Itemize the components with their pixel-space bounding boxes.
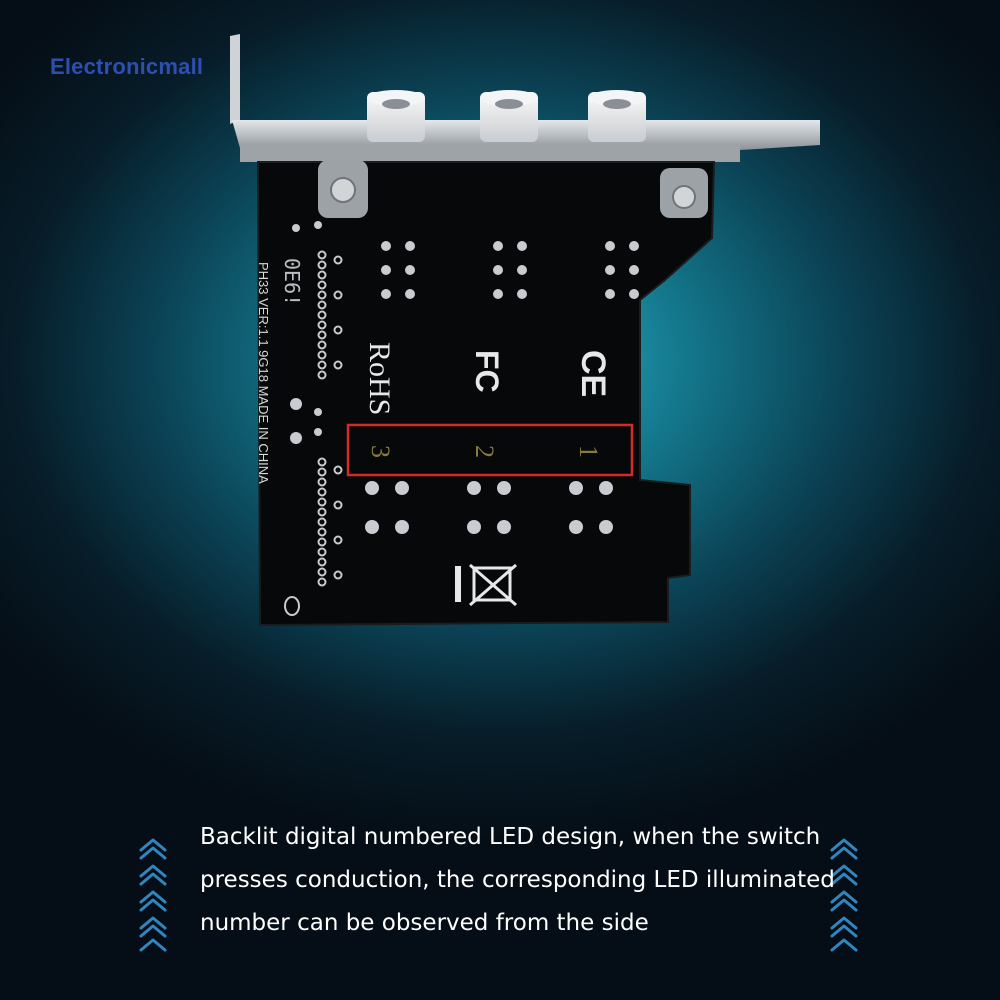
port-number-3: 3 xyxy=(366,445,395,458)
push-button-2 xyxy=(480,90,538,142)
chevron-stack-right-icon xyxy=(830,838,858,952)
watermark-logo: Electronicmall xyxy=(50,54,204,79)
silkscreen-model-text: PH33 VER:1.1 9G18 MADE IN CHINA xyxy=(256,262,271,484)
chevron-stack-left-icon xyxy=(139,838,167,952)
ce-mark: CE xyxy=(574,350,612,397)
pcb-board xyxy=(256,161,716,627)
weee-bin-icon xyxy=(455,563,517,607)
caption-line-3: number can be observed from the side xyxy=(200,910,649,936)
port-number-1: 1 xyxy=(574,445,603,458)
solder-pads xyxy=(290,221,639,534)
push-button-3 xyxy=(588,90,646,142)
caption-line-1: Backlit digital numbered LED design, whe… xyxy=(200,824,821,850)
digit-display-text: 0E6! xyxy=(280,258,304,306)
screw-left-icon xyxy=(318,160,368,218)
fc-mark: FC xyxy=(469,350,505,393)
header-pins xyxy=(317,250,343,587)
push-button-1 xyxy=(367,90,425,142)
rohs-mark: RoHS xyxy=(363,342,396,415)
screw-right-icon xyxy=(660,168,708,218)
caption-line-2: presses conduction, the corresponding LE… xyxy=(200,867,835,893)
highlight-box xyxy=(346,423,634,477)
mounting-pad xyxy=(284,596,300,616)
caption-text: Backlit digital numbered LED design, whe… xyxy=(200,816,835,945)
port-number-2: 2 xyxy=(470,445,499,458)
